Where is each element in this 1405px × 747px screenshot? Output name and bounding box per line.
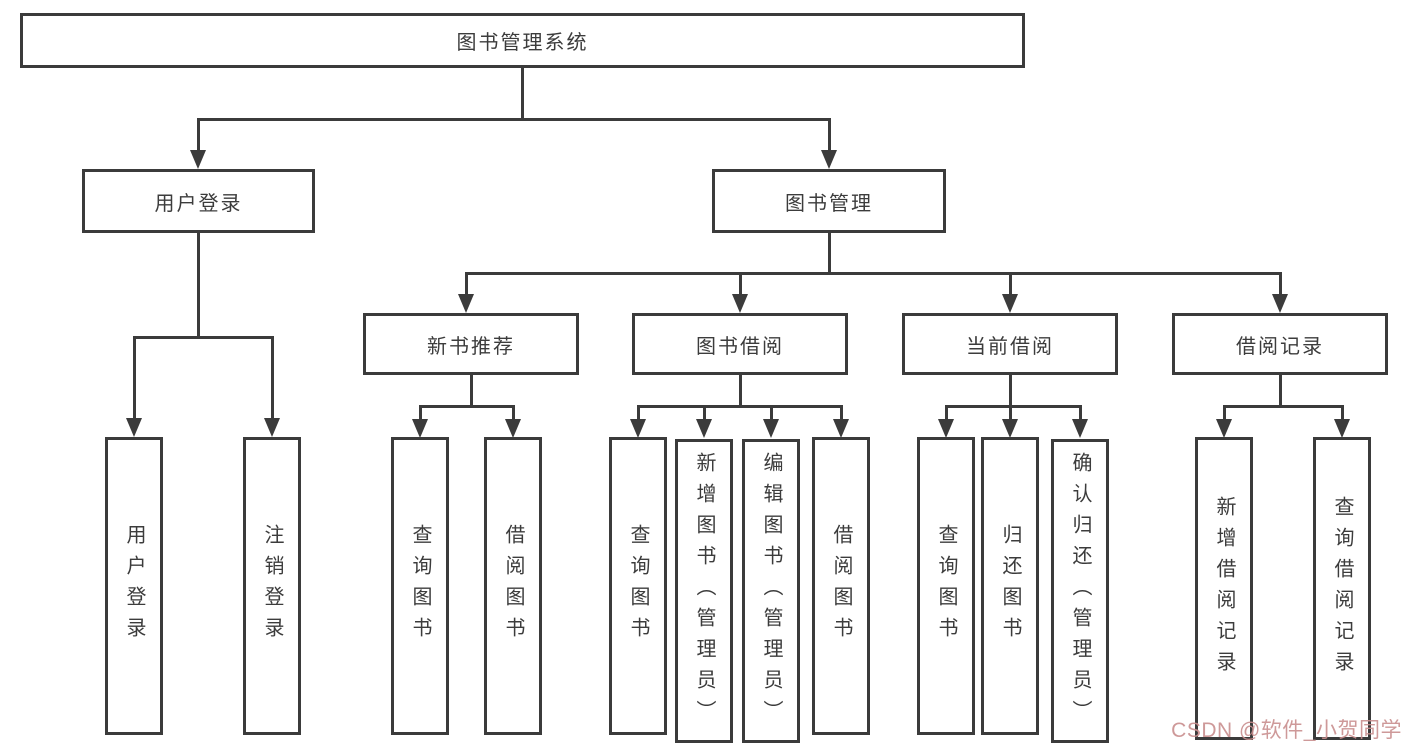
arrowhead-icon (412, 419, 428, 438)
csdn-watermark: CSDN @软件_小贺同学 (1171, 719, 1402, 742)
node-new-book-recommendation: 新书推荐 (363, 313, 579, 375)
connector-line (827, 118, 831, 151)
arrowhead-icon (1072, 419, 1088, 438)
connector-line (1278, 272, 1282, 295)
leaf-label: 归还图书 (999, 524, 1021, 648)
leaf-user-login: 用户登录 (105, 437, 163, 735)
leaf-label: 新增图书（管理员） (693, 451, 715, 731)
connector-line (196, 118, 200, 151)
connector-line (1222, 405, 1344, 408)
connector-line (944, 405, 948, 420)
connector-line (769, 405, 773, 420)
leaf-label: 查询图书 (935, 524, 957, 648)
leaf-label: 用户登录 (123, 524, 145, 648)
connector-line (1008, 405, 1012, 420)
arrowhead-icon (458, 294, 474, 313)
arrowhead-icon (1002, 419, 1018, 438)
leaf-recommend-borrow-book: 借阅图书 (484, 437, 542, 735)
node-label: 用户登录 (154, 192, 243, 215)
connector-line (702, 405, 706, 420)
leaf-label: 借阅图书 (830, 524, 852, 648)
node-user-login: 用户登录 (82, 169, 315, 233)
connector-line (464, 272, 1282, 275)
node-label: 图书管理系统 (456, 32, 589, 54)
node-book-borrowing: 图书借阅 (632, 313, 848, 375)
connector-line (1008, 272, 1012, 295)
arrowhead-icon (1334, 419, 1350, 438)
node-book-management: 图书管理 (712, 169, 946, 233)
node-label: 新书推荐 (427, 335, 515, 358)
node-current-borrowing: 当前借阅 (902, 313, 1118, 375)
node-label: 图书借阅 (696, 335, 784, 358)
connector-line (1222, 405, 1226, 420)
node-borrowing-records: 借阅记录 (1172, 313, 1388, 375)
leaf-label: 注销登录 (261, 524, 283, 648)
connector-line (1078, 405, 1082, 420)
leaf-label: 查询借阅记录 (1331, 495, 1353, 682)
connector-line (1008, 373, 1012, 408)
arrowhead-icon (763, 419, 779, 438)
connector-line (636, 405, 843, 408)
leaf-confirm-return-admin: 确认归还（管理员） (1051, 439, 1109, 743)
leaf-edit-book-admin: 编辑图书（管理员） (742, 439, 800, 743)
arrowhead-icon (938, 419, 954, 438)
leaf-borrowing-query-book: 查询图书 (609, 437, 667, 735)
arrowhead-icon (190, 150, 206, 169)
leaf-label: 借阅图书 (502, 524, 524, 648)
node-label: 图书管理 (785, 192, 873, 215)
node-label: 借阅记录 (1236, 335, 1324, 358)
connector-line (418, 405, 515, 408)
leaf-add-borrow-record: 新增借阅记录 (1195, 437, 1253, 740)
node-label: 当前借阅 (966, 335, 1054, 358)
connector-line (1278, 373, 1282, 408)
arrowhead-icon (1002, 294, 1018, 313)
connector-line (270, 336, 274, 419)
connector-line (196, 118, 831, 121)
leaf-recommend-query-book: 查询图书 (391, 437, 449, 735)
arrowhead-icon (126, 418, 142, 437)
connector-line (520, 66, 524, 121)
leaf-return-book: 归还图书 (981, 437, 1039, 735)
leaf-logout: 注销登录 (243, 437, 301, 735)
arrowhead-icon (1216, 419, 1232, 438)
connector-line (132, 336, 136, 419)
arrowhead-icon (821, 150, 837, 169)
leaf-label: 新增借阅记录 (1213, 495, 1235, 682)
connector-line (839, 405, 843, 420)
connector-line (1340, 405, 1344, 420)
arrowhead-icon (630, 419, 646, 438)
arrowhead-icon (696, 419, 712, 438)
connector-line (469, 373, 473, 408)
leaf-label: 编辑图书（管理员） (760, 451, 782, 731)
arrowhead-icon (505, 419, 521, 438)
leaf-label: 确认归还（管理员） (1069, 451, 1091, 731)
connector-line (418, 405, 422, 420)
connector-line (738, 373, 742, 408)
arrowhead-icon (833, 419, 849, 438)
leaf-label: 查询图书 (627, 524, 649, 648)
connector-line (132, 336, 274, 339)
connector-line (636, 405, 640, 420)
arrowhead-icon (732, 294, 748, 313)
node-library-management-system: 图书管理系统 (20, 13, 1025, 68)
connector-line (196, 230, 200, 339)
connector-line (738, 272, 742, 295)
leaf-add-book-admin: 新增图书（管理员） (675, 439, 733, 743)
leaf-query-borrow-record: 查询借阅记录 (1313, 437, 1371, 740)
leaf-borrowing-borrow-book: 借阅图书 (812, 437, 870, 735)
connector-line (464, 272, 468, 295)
connector-line (827, 230, 831, 275)
arrowhead-icon (264, 418, 280, 437)
connector-line (944, 405, 1082, 408)
leaf-label: 查询图书 (409, 524, 431, 648)
leaf-current-query-book: 查询图书 (917, 437, 975, 735)
connector-line (511, 405, 515, 420)
arrowhead-icon (1272, 294, 1288, 313)
